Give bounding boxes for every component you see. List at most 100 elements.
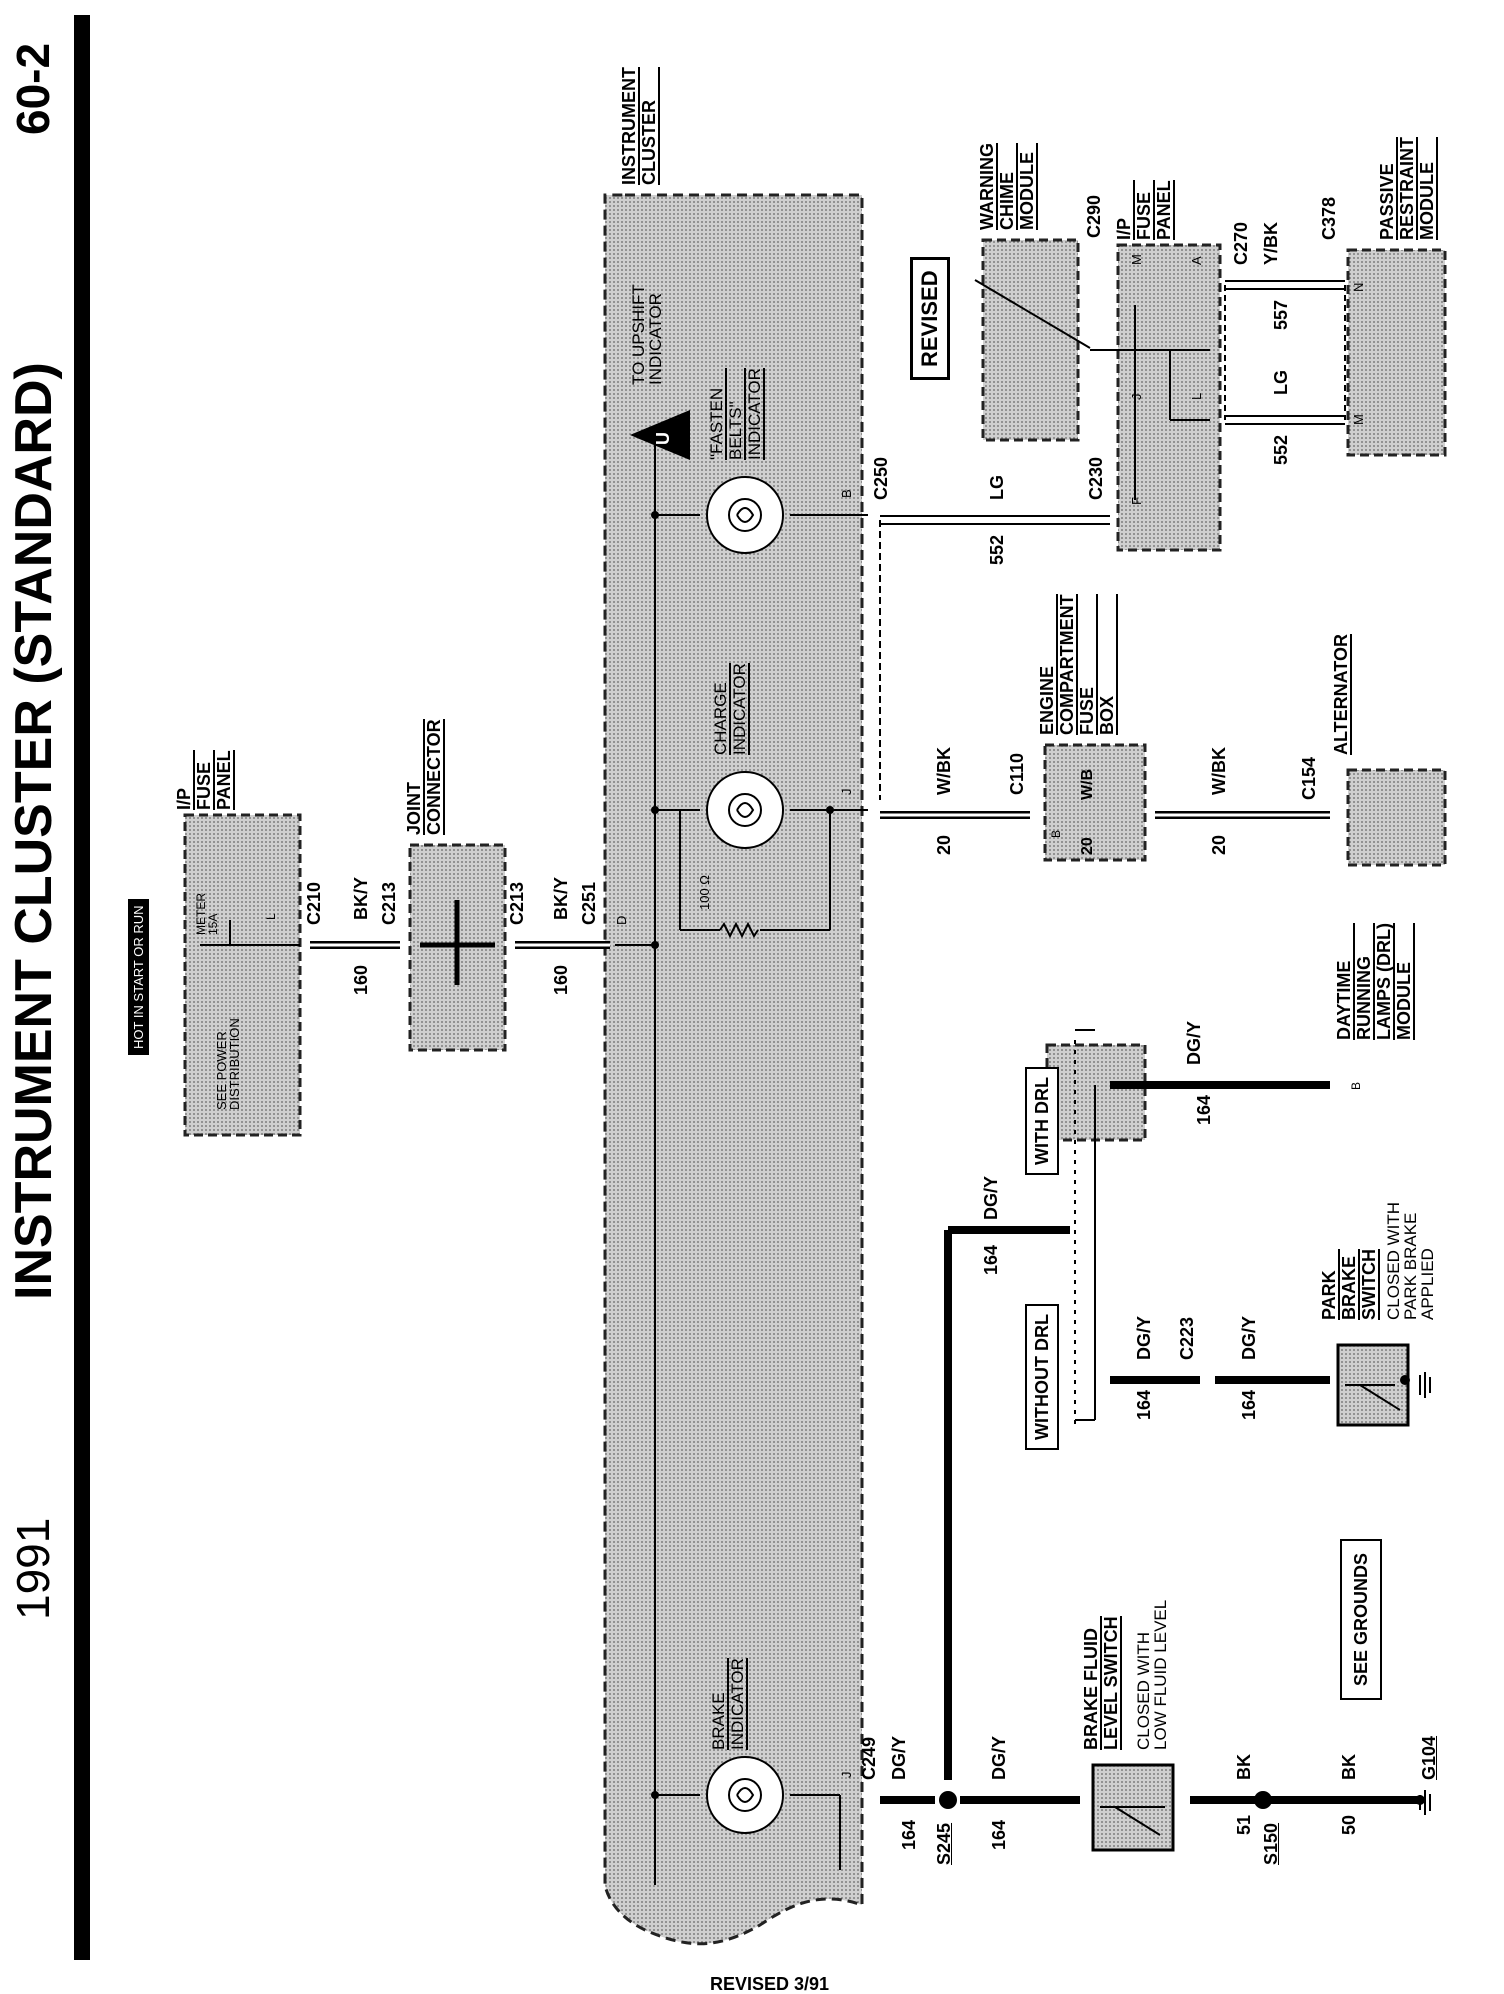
thin-wires (200, 279, 1346, 1430)
connector-c213-b: C213 (507, 881, 527, 925)
fasten-belts-label: "FASTEN BELTS" INDICATOR (707, 368, 765, 460)
fuse-right-pin-m: M (1129, 254, 1144, 265)
park-brake-note: CLOSED WITH PARK BRAKE APPLIED (1384, 1201, 1437, 1320)
wire-20-b-color: W/BK (1209, 747, 1229, 795)
upshift-triangle (630, 410, 690, 460)
ip-fuse-panel-left-label: I/P FUSE PANEL (174, 750, 235, 810)
wire-50-num: 50 (1339, 1814, 1359, 1835)
passive-restraint-label: PASSIVE RESTRAINT MODULE (1377, 137, 1438, 240)
wire-164-main-color: DG/Y (981, 1175, 1001, 1220)
engine-box-wb: W/B (1079, 768, 1096, 800)
charge-indicator-bulb (706, 771, 784, 849)
passive-pin-m: M (1351, 414, 1366, 425)
wire-557-color: Y/BK (1261, 221, 1281, 265)
see-power-distribution: SEE POWER DISTRIBUTION (214, 1018, 242, 1110)
wire-164-s245-num: 164 (989, 1819, 1009, 1850)
wire-557-num: 557 (1271, 299, 1291, 330)
connector-c270: C270 (1231, 221, 1251, 265)
connector-c154: C154 (1299, 756, 1319, 800)
with-drl-box: WITH DRL (1025, 1067, 1059, 1175)
connector-c249: C249 (859, 1736, 879, 1780)
wire-164-main-num: 164 (981, 1244, 1001, 1275)
wire-160-a-color: BK/Y (351, 876, 371, 920)
cluster-pin-d: D (614, 915, 629, 925)
connector-c110: C110 (1007, 752, 1027, 795)
engine-box-pin-b: B (1049, 829, 1063, 838)
park-brake-switch-label: PARK BRAKE SWITCH (1319, 1249, 1380, 1320)
brake-indicator-bulb (706, 1756, 784, 1834)
wire-160-b-color: BK/Y (551, 876, 571, 920)
joint-connector-label: JOINT CONNECTOR (404, 719, 445, 835)
hot-in-start-label: HOT IN START OR RUN (128, 899, 149, 1055)
drl-pin-b: B (1349, 1081, 1363, 1090)
wire-164-c223b-color: DG/Y (1239, 1315, 1259, 1360)
brake-fluid-switch-label: BRAKE FLUID LEVEL SWITCH (1081, 1616, 1122, 1750)
wire-164-drl-num: 164 (1194, 1094, 1214, 1125)
wire-552-a-color: LG (987, 475, 1007, 500)
wire-164-c223a-num: 164 (1134, 1389, 1154, 1420)
upshift-symbol: U (653, 432, 673, 445)
fuse-pin-l: L (264, 913, 278, 920)
connector-c250: C250 (871, 456, 891, 500)
cluster-junction-dots (651, 511, 834, 1799)
joint-connector-cross (420, 900, 495, 985)
brake-indicator-label: BRAKE INDICATOR (709, 1658, 748, 1750)
title-bar (74, 15, 90, 1960)
wire-50-color: BK (1339, 1754, 1359, 1780)
instrument-cluster-outline (603, 193, 864, 1946)
wire-164-c249-color: DG/Y (889, 1735, 909, 1780)
page-title: INSTRUMENT CLUSTER (STANDARD) (5, 362, 63, 1300)
splice-dots (939, 1375, 1425, 1809)
connector-c223: C223 (1177, 1316, 1197, 1360)
cluster-internal-circuit (615, 440, 868, 1885)
splice-s245: S245 (934, 1822, 954, 1865)
connector-c213-a: C213 (379, 881, 399, 925)
drl-module-label: DAYTIME RUNNING LAMPS (DRL) MODULE (1334, 923, 1415, 1040)
connector-c290: C290 (1084, 194, 1104, 238)
fasten-belts-bulb (706, 476, 784, 554)
charge-indicator-label: CHARGE INDICATOR (711, 663, 750, 755)
revised-box: REVISED (910, 257, 950, 380)
wire-20-a-color: W/BK (934, 747, 954, 795)
wire-20-b-num: 20 (1209, 834, 1229, 855)
instrument-cluster-label: INSTRUMENT CLUSTER (619, 67, 660, 185)
wire-552-a-num: 552 (987, 534, 1007, 565)
fasten-belts-pin-b: B (839, 489, 854, 498)
wire-164-c223a-color: DG/Y (1134, 1315, 1154, 1360)
resistor-label: 100 Ω (697, 874, 712, 910)
brake-fluid-note: CLOSED WITH LOW FLUID LEVEL (1134, 1599, 1170, 1750)
fuse-right-pin-l: L (1189, 392, 1204, 400)
wire-164-s245-color: DG/Y (989, 1735, 1009, 1780)
connector-c378: C378 (1319, 196, 1339, 240)
splice-s150: S150 (1261, 1822, 1281, 1865)
warning-chime-label: WARNING CHIME MODULE (977, 143, 1038, 230)
wire-164-c223b-num: 164 (1239, 1389, 1259, 1420)
wire-164-drl-color: DG/Y (1184, 1020, 1204, 1065)
see-grounds-box: SEE GROUNDS (1340, 1538, 1382, 1700)
brake-indicator-pin-j: J (839, 1771, 854, 1779)
ground-g104: G104 (1419, 1735, 1439, 1780)
switch-symbols (1100, 1384, 1401, 1836)
meter-fuse-label: METER 15A (194, 893, 220, 935)
wire-552-b-num: 552 (1271, 434, 1291, 465)
fuse-right-pin-f: F (1129, 497, 1144, 505)
wire-20-a-num: 20 (934, 834, 954, 855)
connector-c230: C230 (1086, 456, 1106, 500)
engine-box-wire-20: 20 (1079, 837, 1096, 855)
page-number: 60-2 (7, 42, 59, 135)
wire-552-b-color: LG (1271, 370, 1291, 395)
engine-compartment-label: ENGINE COMPARTMENT FUSE BOX (1037, 594, 1118, 735)
connector-c210: C210 (304, 881, 324, 925)
charge-indicator-pin-j: J (839, 788, 854, 796)
wire-harness-inner (310, 283, 1345, 947)
wire-51-color: BK (1234, 1754, 1254, 1780)
fuse-right-pin-j: J (1129, 393, 1144, 401)
connector-c251: C251 (579, 881, 599, 925)
year-label: 1991 (7, 1517, 59, 1620)
upshift-label: TO UPSHIFT INDICATOR (629, 284, 665, 385)
drl-brackets (1075, 1029, 1095, 1421)
wire-51-num: 51 (1234, 1814, 1254, 1835)
fuse-right-pin-a: A (1189, 256, 1204, 265)
